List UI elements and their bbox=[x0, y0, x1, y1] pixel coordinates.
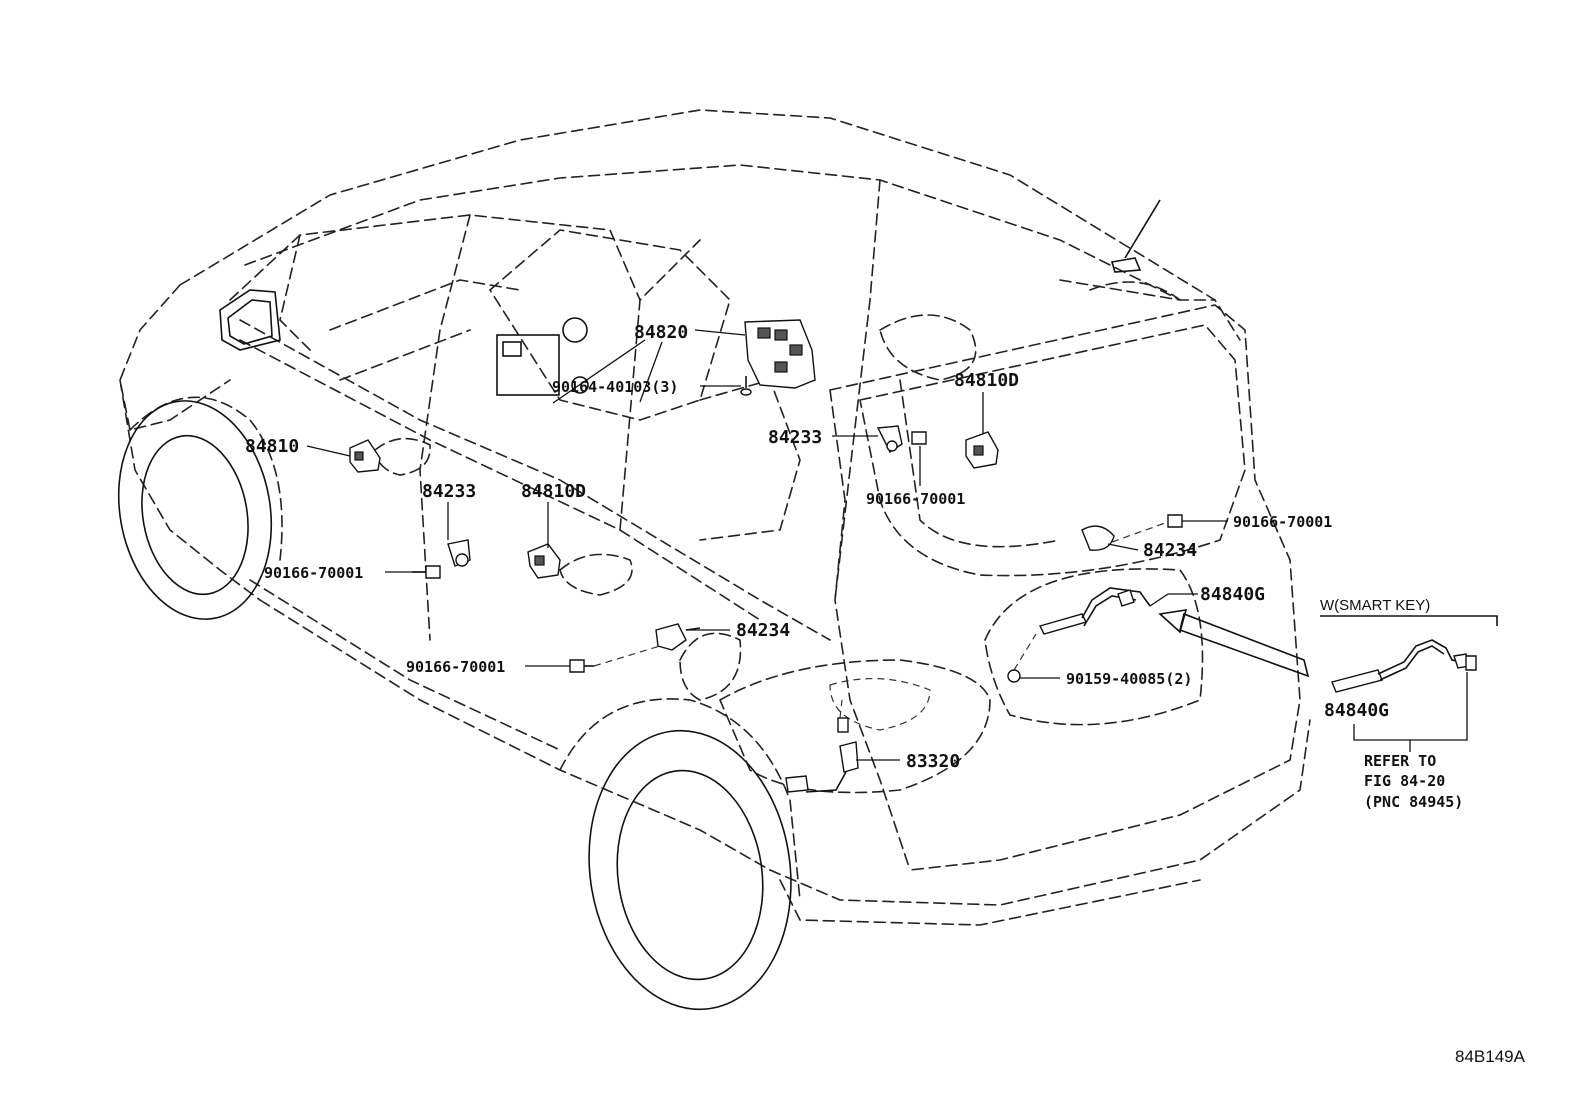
smart-key-refer-line1: REFER TO bbox=[1364, 752, 1436, 770]
vehicle-outline bbox=[119, 109, 1311, 926]
label-83320: 83320 bbox=[906, 751, 960, 772]
label-84840g: 84840G bbox=[1200, 584, 1265, 605]
label-84233-right: 84233 bbox=[768, 427, 822, 448]
part-screw-90166-low bbox=[569, 659, 594, 673]
label-84810d-rear: 84810D bbox=[954, 370, 1019, 391]
label-bolt-90164: 90164-40103(3) bbox=[552, 378, 678, 396]
label-84810d-left: 84810D bbox=[521, 481, 586, 502]
part-screw-90166-right-top bbox=[1167, 514, 1183, 528]
label-84820: 84820 bbox=[634, 322, 688, 343]
part-84234-switch-right bbox=[1081, 525, 1115, 551]
part-screw-90159 bbox=[1007, 669, 1021, 683]
smart-key-part-label: 84840G bbox=[1324, 700, 1389, 721]
label-screw-left: 90166-70001 bbox=[264, 564, 363, 582]
part-84233-door-switch-left bbox=[447, 539, 471, 567]
leader-lines bbox=[306, 329, 1228, 761]
part-84820-window-switch bbox=[744, 319, 816, 389]
part-labels: 84820 90164-40103(3) 84810 84810D 84233 … bbox=[245, 322, 1332, 772]
part-screw-90166-right-mid bbox=[911, 431, 927, 445]
roof-antenna bbox=[1110, 199, 1161, 273]
smart-key-title: W(SMART KEY) bbox=[1320, 597, 1430, 614]
part-bolt-90164 bbox=[740, 376, 752, 396]
smart-key-refer-line2: FIG 84-20 bbox=[1364, 772, 1445, 790]
part-84810d-switch-left bbox=[527, 543, 561, 579]
smart-key-arrow bbox=[1158, 609, 1310, 678]
diagram-code: 84B149A bbox=[1455, 1047, 1526, 1066]
label-84810-front: 84810 bbox=[245, 436, 299, 457]
part-84810d-switch-right bbox=[965, 431, 999, 469]
rear-wheel bbox=[588, 729, 792, 1011]
label-84234-right: 84234 bbox=[1143, 540, 1197, 561]
label-screw-left-low: 90166-70001 bbox=[406, 658, 505, 676]
smart-key-refer-line3: (PNC 84945) bbox=[1364, 793, 1463, 811]
label-84234-left: 84234 bbox=[736, 620, 790, 641]
part-84840g-back-door-switch bbox=[1038, 587, 1151, 635]
label-screw-right-top: 90166-70001 bbox=[1233, 513, 1332, 531]
side-mirror bbox=[219, 289, 281, 351]
label-screw-right-mid: 90166-70001 bbox=[866, 490, 965, 508]
part-84233-door-switch-right bbox=[876, 425, 903, 454]
label-84233-left: 84233 bbox=[422, 481, 476, 502]
front-wheel bbox=[117, 400, 273, 620]
part-83320-sensor bbox=[785, 717, 859, 793]
center-console bbox=[496, 317, 589, 396]
part-84234-switch-left bbox=[655, 623, 701, 651]
smart-key-inset: W(SMART KEY) 84840G REFER TO FIG 84-20 (… bbox=[1320, 597, 1498, 811]
label-screw-backdoor: 90159-40085(2) bbox=[1066, 670, 1192, 688]
part-84810-courtesy-switch bbox=[349, 439, 381, 473]
